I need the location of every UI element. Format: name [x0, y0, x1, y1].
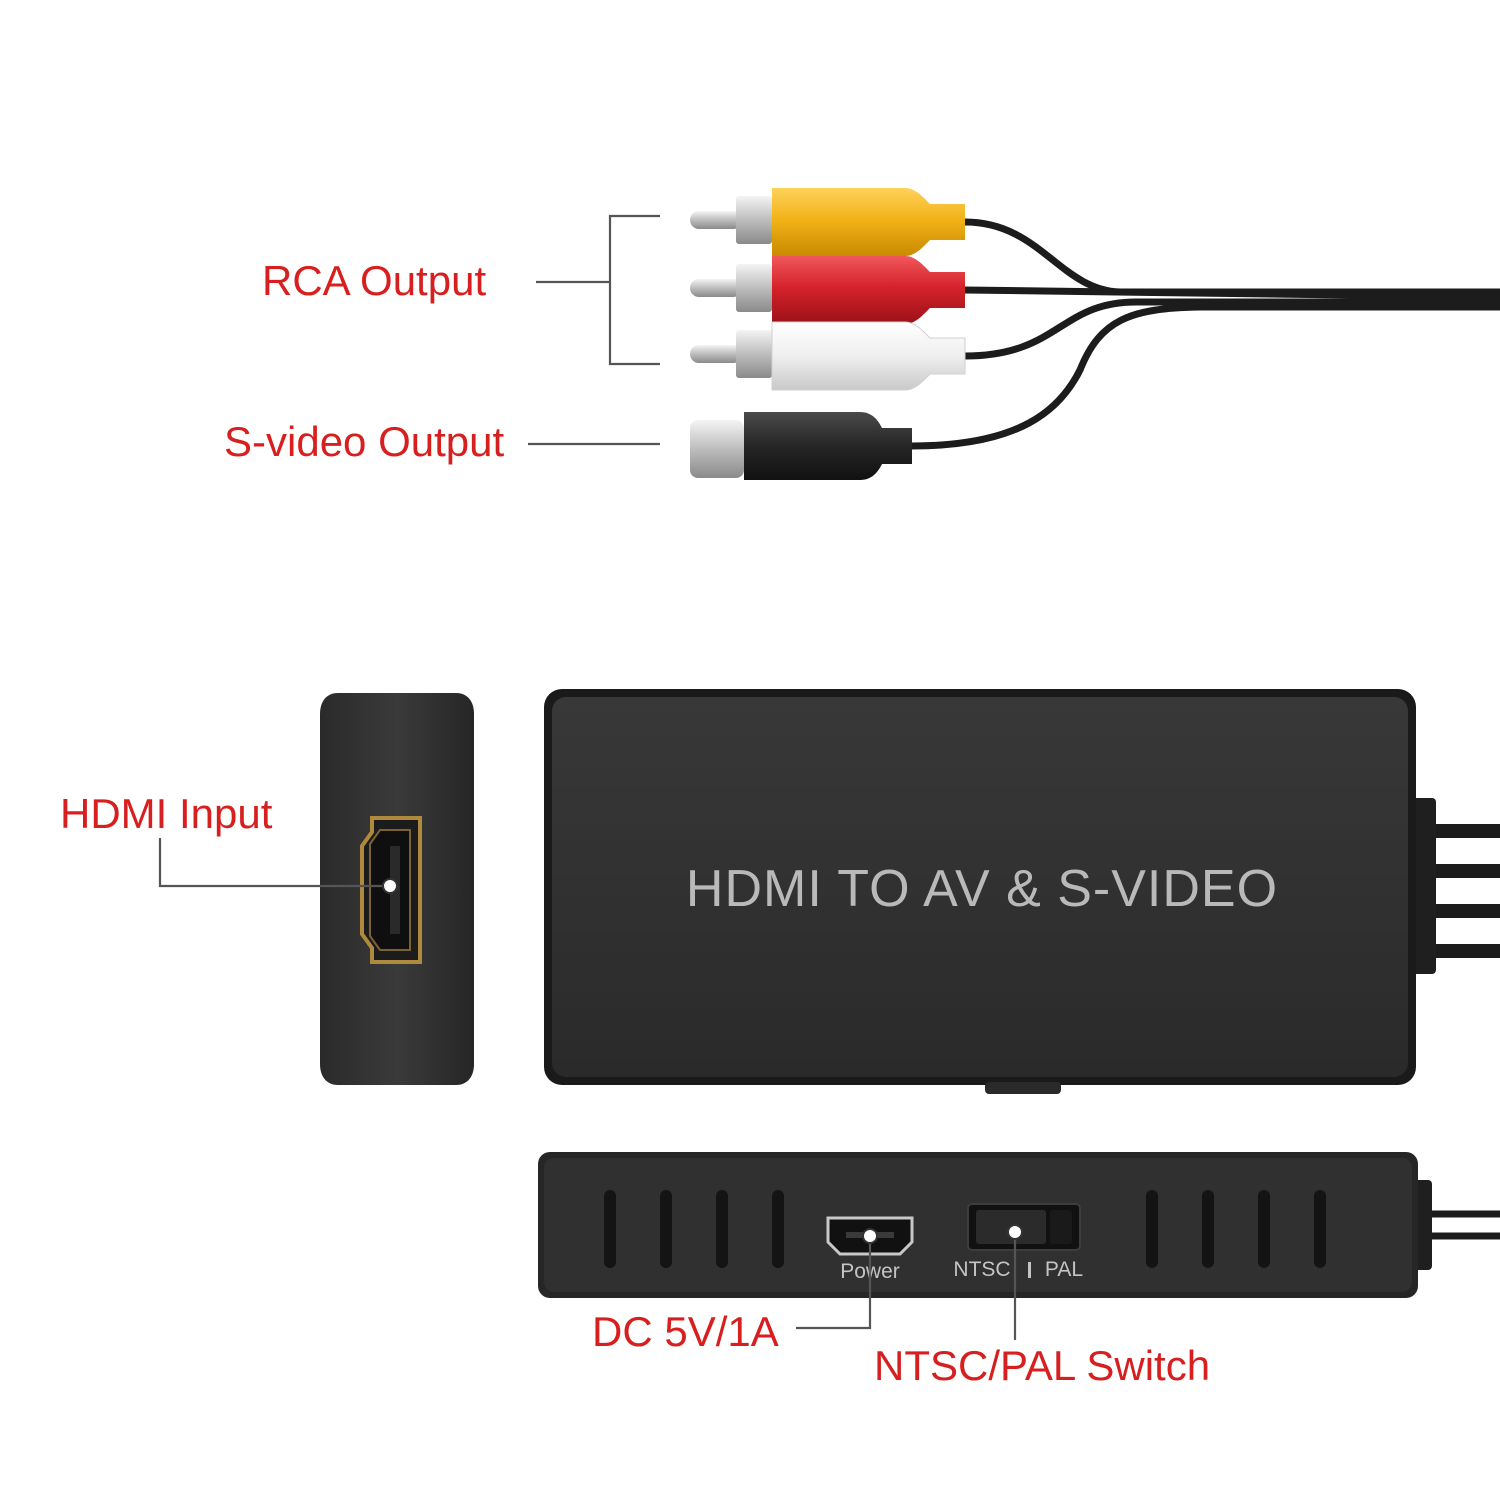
- ntsc-pal-switch-callout: NTSC/PAL Switch: [874, 1342, 1210, 1389]
- switch-pal-label: PAL: [1045, 1258, 1083, 1281]
- converter-body: HDMI TO AV & S-VIDEO: [544, 689, 1500, 1094]
- switch-ntsc-label: NTSC: [953, 1258, 1010, 1281]
- hdmi-input-leader: [158, 838, 398, 894]
- vent-slots-right: [1146, 1190, 1326, 1268]
- svideo-output-callout: S-video Output: [224, 418, 504, 465]
- rca-plug-icon: [690, 321, 966, 391]
- rca-output-callout: RCA Output: [262, 257, 486, 304]
- switch-leader: [1007, 1224, 1023, 1340]
- slide-switch-icon: [967, 1203, 1081, 1251]
- switch-divider: [1028, 1262, 1031, 1278]
- rca-output-bracket: [536, 214, 660, 366]
- hdmi-input-callout: HDMI Input: [60, 790, 273, 837]
- device-title: HDMI TO AV & S-VIDEO: [686, 860, 1278, 918]
- rca-plug-icon: [690, 256, 965, 324]
- dc-power-callout: DC 5V/1A: [592, 1308, 779, 1355]
- svideo-plug-icon: [690, 412, 912, 480]
- dc-power-leader: [796, 1228, 878, 1330]
- cable-bundle: [908, 218, 1500, 450]
- rca-plug-icon: [690, 188, 965, 256]
- converter-side-panel: Power NTSC PAL: [538, 1152, 1500, 1298]
- vent-slots-left: [604, 1190, 784, 1268]
